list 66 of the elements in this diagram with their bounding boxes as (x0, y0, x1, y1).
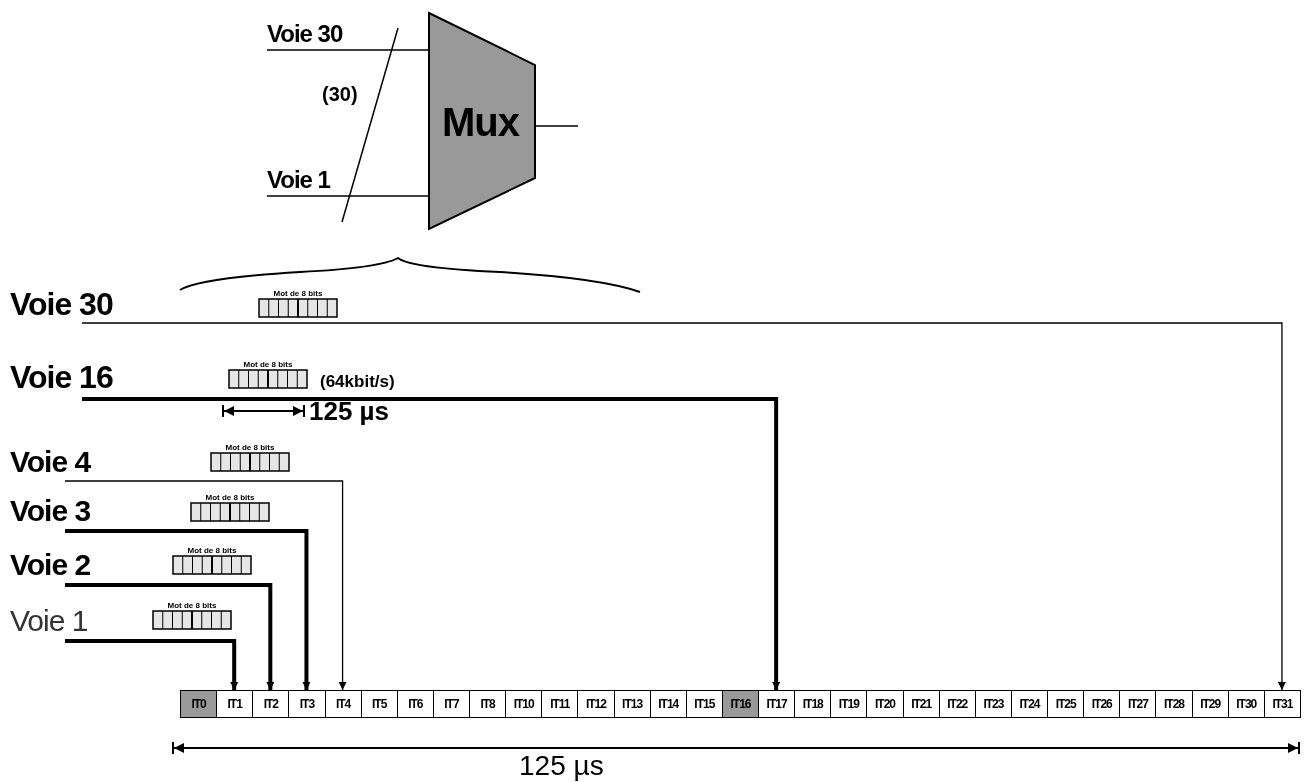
arrow (65, 529, 311, 690)
time-slot: IT1 (216, 690, 254, 718)
connector-line (535, 125, 579, 127)
word-label: Mot de 8 bits (167, 602, 217, 610)
channel-label: Voie 4 (10, 447, 91, 477)
time-slot: IT6 (396, 690, 434, 718)
time-slot: IT24 (1010, 690, 1049, 718)
time-slot: IT30 (1227, 690, 1265, 718)
time-slot: IT17 (758, 690, 796, 718)
time-slot: IT31 (1263, 690, 1301, 718)
arrow (65, 583, 275, 690)
time-slot: IT21 (902, 690, 940, 718)
channel-label: Voie 30 (267, 22, 343, 46)
word-label: Mot de 8 bits (243, 361, 293, 369)
time-slot: IT7 (432, 690, 470, 718)
time-slot: IT0 (180, 690, 218, 718)
time-slot: IT13 (613, 690, 651, 718)
time-slot: IT2 (252, 690, 290, 718)
channel-label: Voie 1 (10, 606, 88, 636)
arrow (65, 639, 239, 690)
time-slot: IT27 (1119, 690, 1157, 718)
time-slot: IT29 (1191, 690, 1229, 718)
time-slot: IT15 (685, 690, 723, 718)
channel-label: Voie 3 (10, 496, 91, 526)
mux-label: Mux (442, 100, 519, 145)
time-slot: IT4 (324, 690, 362, 718)
word-label: Mot de 8 bits (205, 494, 255, 502)
time-slot: IT3 (288, 690, 326, 718)
time-slot: IT5 (360, 690, 398, 718)
byte-word (172, 547, 252, 575)
arrow (81, 322, 1286, 691)
time-slot: IT8 (469, 690, 507, 718)
time-slot: IT25 (1047, 690, 1085, 718)
arrow (82, 397, 781, 690)
arrow (64, 480, 347, 691)
byte-word (228, 361, 308, 389)
rate-note: (64kbit/s) (320, 372, 395, 392)
byte-word (210, 444, 290, 472)
time-slot: IT18 (794, 690, 832, 718)
time-slot: IT19 (830, 690, 868, 718)
time-slot: IT11 (541, 690, 579, 718)
time-slot: IT22 (938, 690, 976, 718)
channel-label: Voie 1 (267, 168, 330, 192)
word-label: Mot de 8 bits (187, 547, 237, 555)
word-label: Mot de 8 bits (225, 444, 275, 452)
time-slot: IT10 (505, 690, 543, 718)
time-slot: IT14 (649, 690, 687, 718)
time-slot: IT28 (1155, 690, 1193, 718)
duration-label: 125 µs (309, 398, 390, 424)
time-slot: IT23 (974, 690, 1012, 718)
time-slot: IT26 (1083, 690, 1121, 718)
time-slot: IT20 (866, 690, 904, 718)
byte-word (152, 602, 232, 630)
connector-line (266, 49, 429, 51)
time-slot: IT16 (721, 690, 760, 718)
byte-word (258, 290, 338, 318)
channel-label: Voie 16 (10, 361, 113, 393)
word-label: Mot de 8 bits (273, 290, 323, 298)
bus-width-label: (30) (322, 84, 358, 104)
connector-line (266, 195, 429, 197)
duration-label: 125 µs (519, 752, 604, 780)
time-slot: IT12 (577, 690, 615, 718)
channel-label: Voie 30 (10, 288, 113, 320)
byte-word (190, 494, 270, 522)
channel-label: Voie 2 (10, 550, 91, 580)
multiplexer-trapezoid (428, 12, 536, 230)
